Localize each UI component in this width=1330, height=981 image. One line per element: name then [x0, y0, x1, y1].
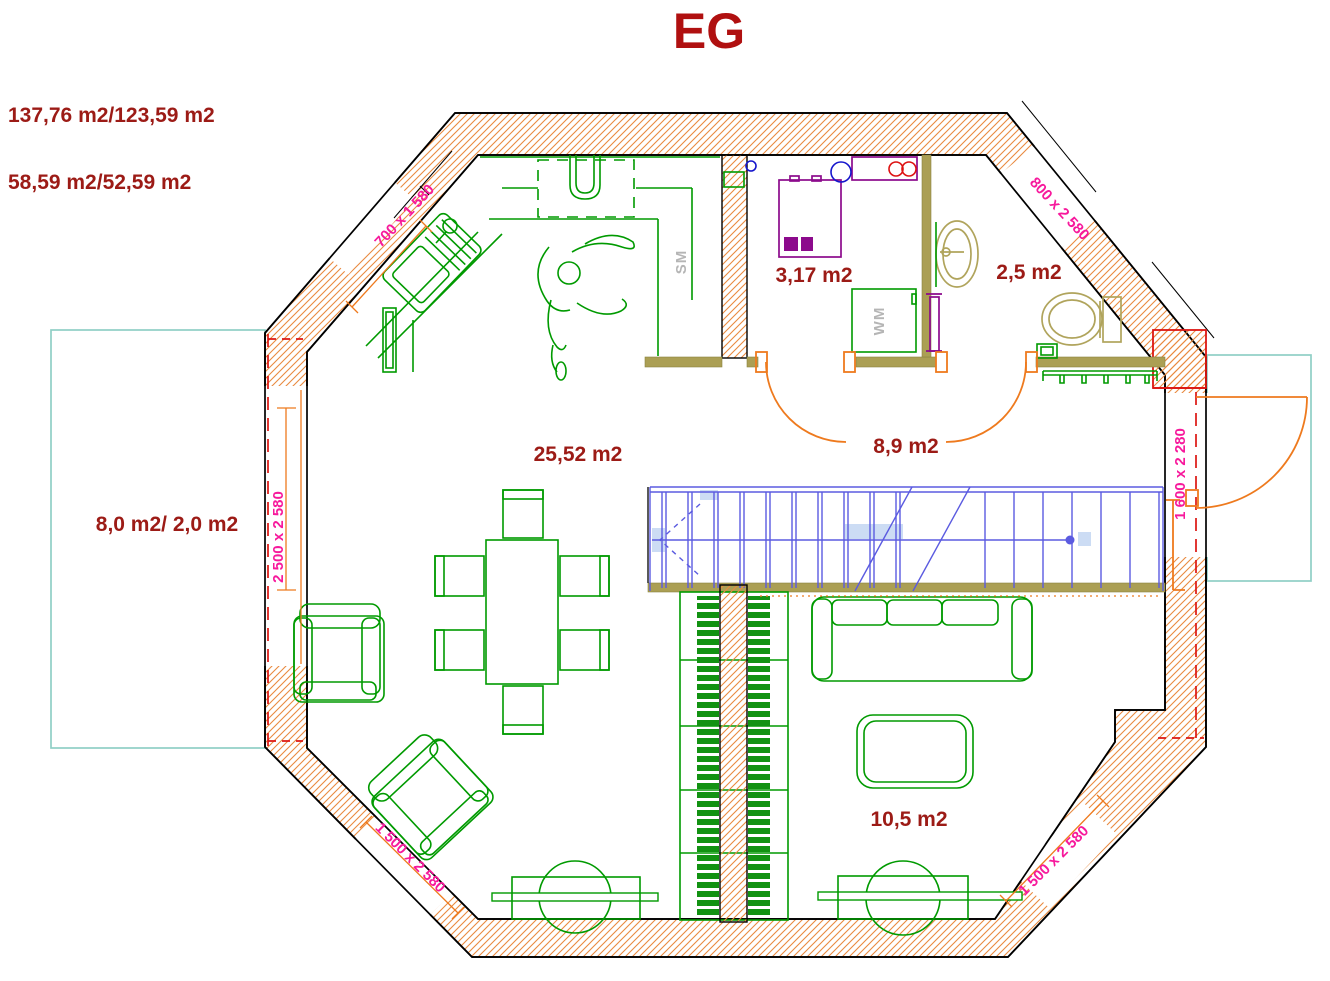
hob-ring — [901, 161, 917, 177]
outlet-symbol — [745, 160, 757, 172]
utility-wc-wall — [921, 154, 932, 358]
room-label-terrace: 8,0 m2/ 2,0 m2 — [96, 513, 238, 536]
towel-radiator — [929, 296, 940, 352]
dim-door-right: 1 600 x 2 280 — [1172, 428, 1189, 520]
outlet-symbol — [830, 161, 852, 183]
cooktop-sink — [569, 155, 601, 200]
flush-box — [1036, 343, 1058, 359]
dim-window-left: 2 500 x 2 580 — [270, 491, 287, 583]
faucet — [442, 218, 458, 234]
stats-line2: 58,59 m2/52,59 m2 — [8, 171, 191, 194]
door-post — [935, 351, 948, 373]
room-label-living: 25,52 m2 — [534, 443, 623, 466]
kitchen-utility-wall — [721, 154, 748, 359]
kitchen: SM — [365, 155, 745, 381]
eave-lines — [393, 100, 1215, 339]
person-figure — [537, 234, 635, 381]
washing-machine — [851, 288, 917, 353]
door-post — [755, 351, 768, 373]
wc-room — [926, 220, 1158, 384]
books-right — [748, 596, 770, 916]
door-swing-right — [1195, 396, 1308, 509]
desk-bottom-left — [491, 860, 659, 934]
desk — [837, 875, 969, 920]
kitchen-sink — [382, 212, 482, 314]
desk-board — [491, 892, 659, 902]
window-gap-top-right — [999, 145, 1097, 249]
hall-radiator — [1042, 370, 1158, 384]
chimney-column — [719, 584, 748, 923]
tall-cabinet — [382, 307, 397, 373]
toilet — [1041, 292, 1103, 346]
dining-table — [485, 539, 559, 685]
dining-chairs — [434, 489, 610, 735]
sofa — [811, 596, 1033, 682]
dimension-lines — [277, 219, 1160, 920]
doors — [755, 351, 1308, 591]
window-gap-bottom-right — [1014, 802, 1118, 908]
armchair-left-wall — [293, 603, 385, 703]
wall-vent — [723, 171, 745, 188]
partition-walls — [644, 154, 1166, 593]
staircase — [649, 486, 1164, 592]
hob-ring — [888, 161, 904, 177]
stair-south-wall — [647, 582, 1166, 593]
window-gap-bottom-left — [350, 812, 458, 920]
stair-direction-dot — [1065, 535, 1075, 545]
upper-cabinets — [537, 159, 635, 218]
bookshelf — [679, 591, 789, 921]
page-title: EG — [673, 3, 745, 59]
desk-board — [817, 891, 1023, 901]
desk-bottom-right — [817, 860, 1023, 936]
room-label-hall: 8,9 m2 — [873, 435, 938, 458]
terrace-right-outline — [1206, 354, 1312, 582]
boiler — [778, 179, 842, 258]
door-swing-wc — [945, 361, 1027, 443]
door-gap-right — [1163, 393, 1209, 557]
washing-machine-label: WM — [871, 307, 888, 336]
desk — [511, 876, 641, 920]
room-label-bottom-right: 10,5 m2 — [870, 808, 947, 831]
dishwasher-label: SM — [673, 250, 690, 275]
terrace-left-outline — [50, 329, 266, 749]
books-left — [697, 596, 719, 916]
room-label-wc: 2,5 m2 — [996, 261, 1061, 284]
cistern — [1102, 296, 1122, 343]
red-markings — [267, 334, 1206, 746]
bedroom-furniture — [679, 591, 1033, 936]
room-label-utility: 3,17 m2 — [775, 264, 852, 287]
counter-top — [851, 156, 918, 181]
door-post — [843, 351, 856, 373]
utility-room: WM — [745, 156, 918, 353]
armchair-rotated — [367, 734, 494, 861]
living-dining-furniture — [293, 489, 659, 934]
door-post — [1025, 351, 1038, 373]
coffee-table — [856, 714, 974, 789]
stats-line1: 137,76 m2/123,59 m2 — [8, 104, 215, 127]
door-swing-utility — [765, 361, 847, 443]
